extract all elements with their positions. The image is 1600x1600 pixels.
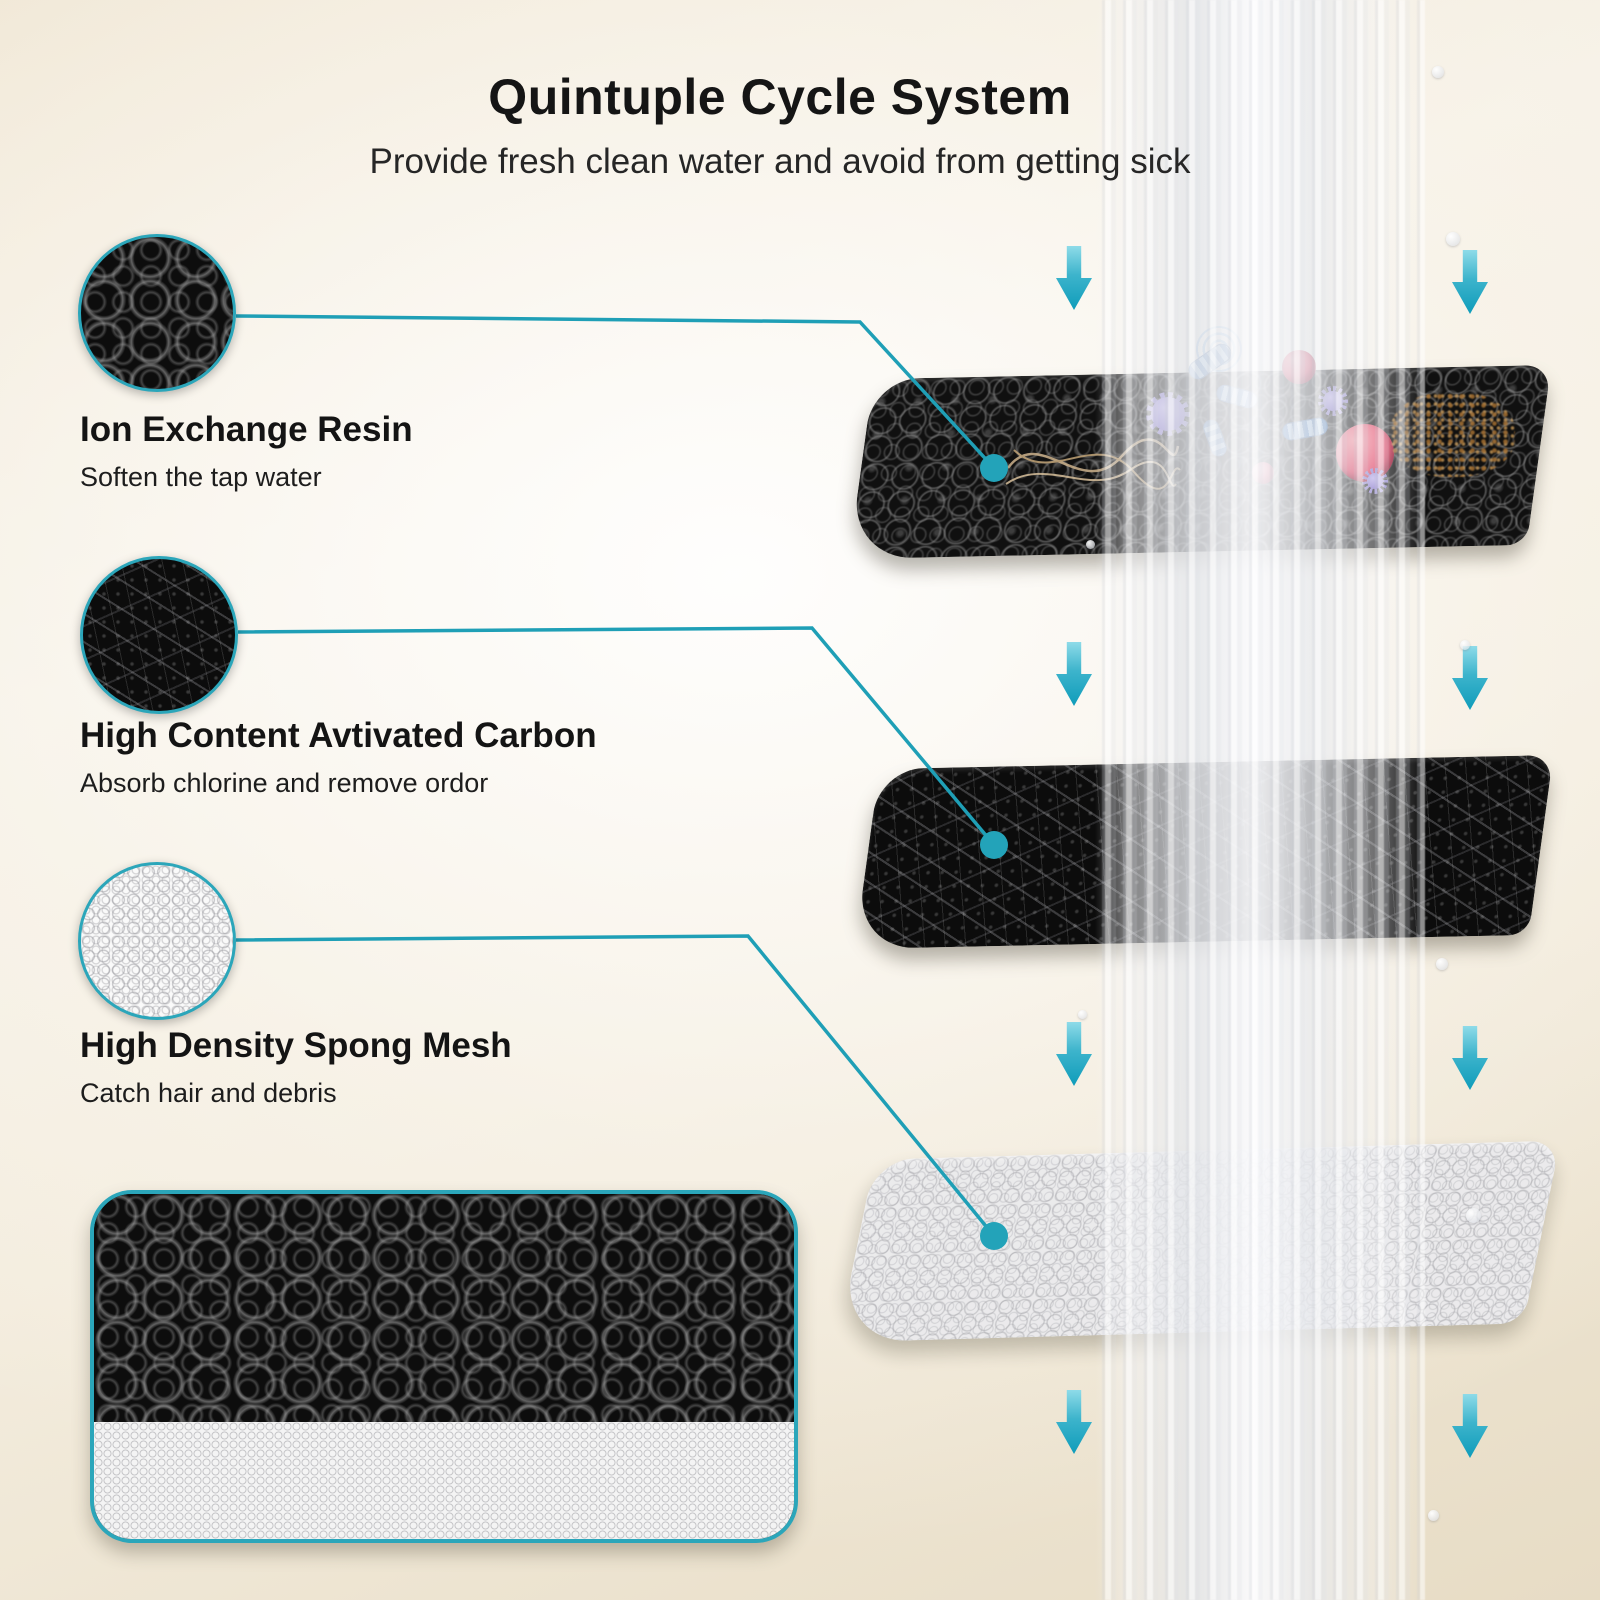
- ion-exchange-resin-texture-icon: [78, 234, 236, 392]
- connector-line-sponge: [235, 934, 996, 1238]
- filter-item-resin: Ion Exchange Resin Soften the tap water: [80, 410, 413, 493]
- activated-carbon-texture-icon: [80, 556, 238, 714]
- connector-line-carbon: [237, 626, 996, 847]
- connector-line-resin: [235, 314, 996, 470]
- filter-item-subtext: Absorb chlorine and remove ordor: [80, 768, 489, 798]
- cross-section-sponge-layer: [94, 1421, 794, 1539]
- filter-item-heading: High Density Spong Mesh: [80, 1026, 512, 1065]
- filter-item-heading: High Content Avtivated Carbon: [80, 716, 597, 755]
- page-subtitle: Provide fresh clean water and avoid from…: [369, 142, 1191, 181]
- filter-item-sponge: High Density Spong Mesh Catch hair and d…: [80, 1026, 512, 1109]
- filter-item-subtext: Soften the tap water: [80, 462, 322, 492]
- sponge-mesh-texture-icon: [78, 862, 236, 1020]
- water-droplet-icon: [1078, 1010, 1087, 1019]
- filter-item-heading: Ion Exchange Resin: [80, 410, 413, 449]
- water-droplet-icon: [1428, 1510, 1439, 1521]
- water-droplet-icon: [1086, 540, 1095, 549]
- filter-item-subtext: Catch hair and debris: [80, 1078, 337, 1108]
- filter-cross-section-image: [90, 1190, 798, 1543]
- page-title: Quintuple Cycle System: [488, 69, 1072, 125]
- header: Quintuple Cycle System Provide fresh cle…: [0, 68, 1560, 182]
- cross-section-foam-layer: [94, 1194, 794, 1422]
- water-droplet-icon: [1446, 232, 1460, 246]
- teal-dot-icon: [980, 1222, 1008, 1250]
- water-droplet-icon: [1466, 1208, 1481, 1223]
- water-droplet-icon: [1460, 640, 1470, 650]
- teal-dot-icon: [980, 831, 1008, 859]
- water-droplet-icon: [1436, 958, 1448, 970]
- water-droplet-icon: [1432, 66, 1444, 78]
- filter-item-carbon: High Content Avtivated Carbon Absorb chl…: [80, 716, 597, 799]
- teal-dot-icon: [980, 454, 1008, 482]
